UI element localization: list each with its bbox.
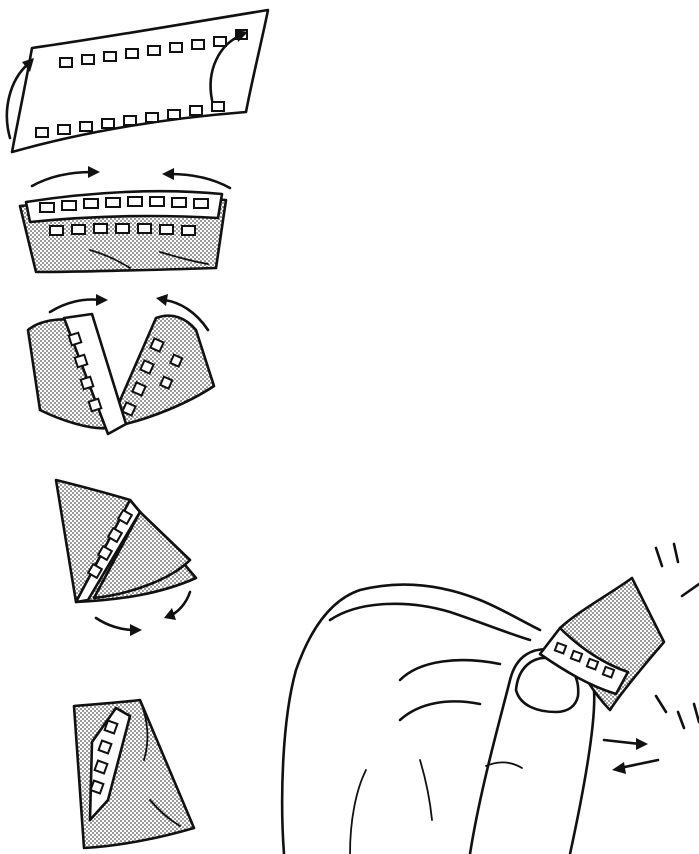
arrow-squeeze-left <box>620 760 658 768</box>
arrow-inward-right <box>170 174 230 188</box>
knuckle-line <box>486 762 522 768</box>
arrow-squeeze-right <box>604 740 640 744</box>
step-3-v-fold <box>28 294 214 434</box>
step-5-final-pyramid <box>74 700 194 848</box>
motion-lines-top <box>656 544 699 596</box>
motion-lines-bottom <box>656 696 699 728</box>
step-4-triangle-fold <box>56 480 196 636</box>
arrow-rotate-bottom <box>96 618 134 630</box>
step-2-folded-film <box>20 166 230 272</box>
finger-lower <box>400 701 480 720</box>
step-6-hand-pinch <box>282 544 699 854</box>
finger-middle <box>400 660 500 680</box>
arrow-v-left <box>50 300 100 313</box>
step-1-flat-film <box>7 10 268 152</box>
hand-outline-back <box>282 585 540 854</box>
arrow-inward-left <box>32 172 92 186</box>
